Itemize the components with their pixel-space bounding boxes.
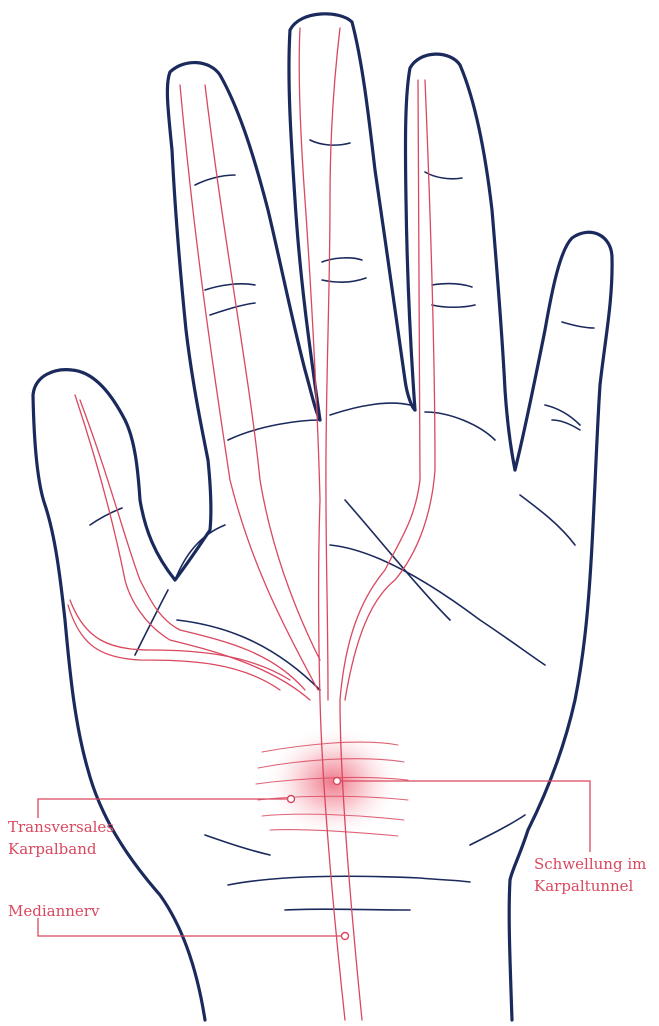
label-swelling-line2: Karpaltunnel <box>534 875 646 897</box>
label-transverse-ligament: Transversales Karpalband <box>8 816 114 860</box>
marker-median-nerve <box>342 933 349 940</box>
median-nerve <box>68 28 435 1020</box>
label-transverse-ligament-line2: Karpalband <box>8 838 114 860</box>
label-transverse-ligament-line1: Transversales <box>8 816 114 838</box>
label-median-nerve-text: Mediannerv <box>8 900 99 922</box>
label-median-nerve: Mediannerv <box>8 900 99 922</box>
label-swelling-line1: Schwellung im <box>534 853 646 875</box>
marker-transverse-ligament <box>288 796 295 803</box>
label-swelling: Schwellung im Karpaltunnel <box>534 853 646 897</box>
marker-swelling <box>334 778 341 785</box>
